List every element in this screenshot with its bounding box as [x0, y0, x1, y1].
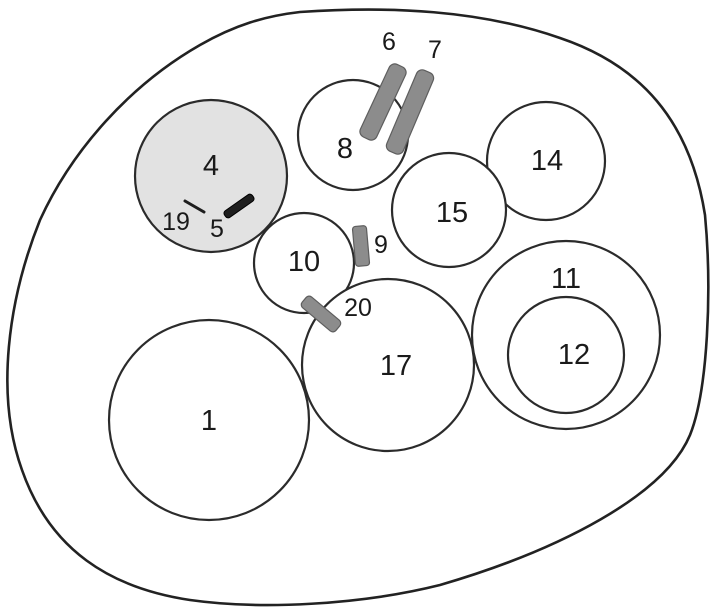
label-6: 6 — [382, 28, 396, 56]
label-5: 5 — [210, 215, 224, 243]
label-20: 20 — [344, 294, 372, 322]
label-12: 12 — [558, 339, 590, 371]
label-15: 15 — [436, 197, 468, 229]
rod-9 — [352, 225, 369, 266]
label-10: 10 — [288, 246, 320, 278]
label-7: 7 — [428, 36, 442, 64]
label-19: 19 — [162, 208, 190, 236]
label-11: 11 — [551, 263, 581, 295]
label-17: 17 — [380, 350, 412, 382]
label-1: 1 — [201, 405, 217, 437]
label-14: 14 — [531, 145, 563, 177]
label-8: 8 — [337, 133, 353, 165]
label-9: 9 — [374, 231, 388, 259]
label-4: 4 — [203, 150, 219, 182]
